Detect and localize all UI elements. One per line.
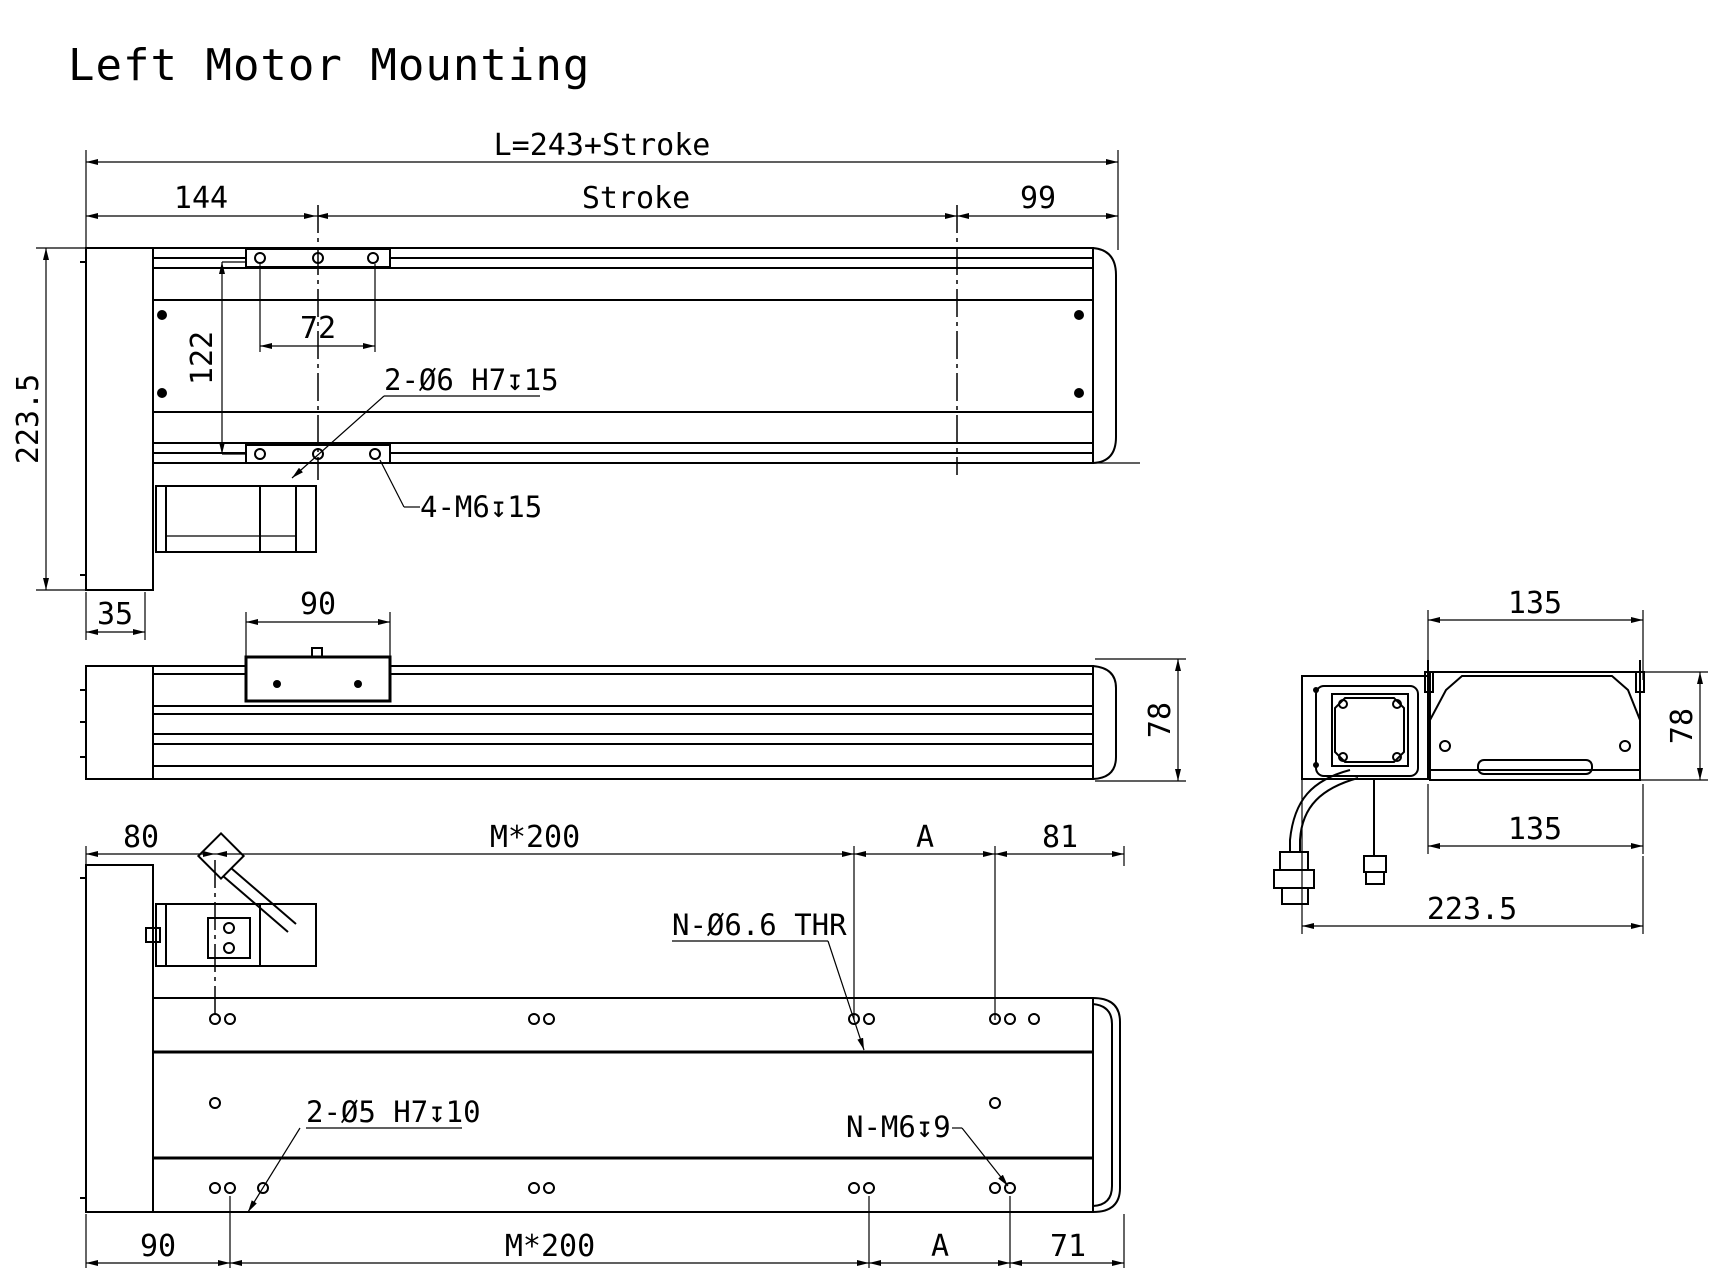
bottom-view: 80 M*200 A 81 N-Ø6. [80, 820, 1125, 1268]
bottom-a-label: A [931, 1229, 949, 1264]
side-dim-78-label: 78 [1143, 702, 1178, 738]
motor-body [155, 485, 317, 553]
side-carriage [244, 655, 392, 703]
end-view: 135 78 135 [1273, 586, 1708, 934]
bottom-tapped-note: N-M6↧9 [846, 1110, 951, 1144]
tapped-hole-note: 4-M6↧15 [420, 490, 542, 524]
end-profile [1429, 671, 1641, 781]
bottom-motor-mount [85, 864, 154, 1213]
end-dim-135-bottom-label: 135 [1508, 812, 1562, 847]
side-motor-mount [85, 665, 154, 780]
thru-hole-note: N-Ø6.6 THR [672, 908, 847, 942]
end-dim-135-top-label: 135 [1508, 586, 1562, 621]
end-motor-flange [1301, 675, 1429, 780]
overall-length-label: L=243+Stroke [494, 128, 711, 163]
actuator-body [152, 247, 1094, 464]
end-dim-223-5-label: 223.5 [1427, 892, 1517, 927]
page-title: Left Motor Mounting [68, 40, 591, 91]
top-view: L=243+Stroke 144 Stroke 99 122 [11, 128, 1140, 640]
dim-90-carriage-label: 90 [300, 587, 336, 622]
dim-122-label: 122 [185, 331, 220, 385]
dim-144-label: 144 [174, 181, 228, 216]
stroke-label: Stroke [582, 181, 690, 216]
dim-81-label: 81 [1042, 820, 1078, 855]
dim-80-label: 80 [123, 820, 159, 855]
bottom-actuator-body [152, 997, 1094, 1213]
end-dim-78-label: 78 [1665, 708, 1700, 744]
dim-223-5-label: 223.5 [11, 374, 46, 464]
dim-72-label: 72 [300, 311, 336, 346]
motor-mount-block [85, 247, 154, 591]
bottom-motor [155, 903, 317, 967]
bottom-dowel-note: 2-Ø5 H7↧10 [306, 1095, 481, 1129]
side-actuator-body [152, 665, 1094, 780]
top-pitch-label: M*200 [490, 820, 580, 855]
dim-90-bottom-label: 90 [140, 1229, 176, 1264]
dowel-hole-note: 2-Ø6 H7↧15 [384, 363, 559, 397]
bottom-pitch-label: M*200 [505, 1229, 595, 1264]
side-view: 90 78 [80, 587, 1186, 782]
dim-71-label: 71 [1050, 1229, 1086, 1264]
top-a-label: A [916, 820, 934, 855]
dim-35-label: 35 [97, 597, 133, 632]
dim-99-label: 99 [1020, 181, 1056, 216]
